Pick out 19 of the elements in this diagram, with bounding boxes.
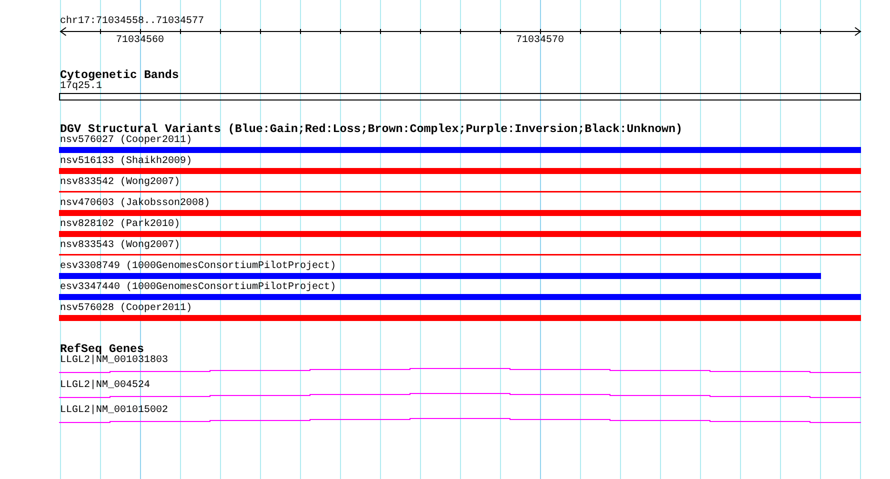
- axis-tick-label: 71034560: [116, 35, 164, 48]
- track-title: RefSeq Genes: [60, 342, 144, 356]
- track-title: Cytogenetic Bands: [60, 68, 179, 82]
- cytoband-label: 17q25.1: [60, 81, 102, 94]
- variant-label: nsv576027 (Cooper2011): [60, 135, 192, 148]
- variant-label: nsv828102 (Park2010): [60, 219, 180, 232]
- track-title: DGV Structural Variants (Blue:Gain;Red:Loss;Brown:Complex;Purple:Inversion;Black:Unknown): [60, 122, 683, 136]
- variant-label: nsv576028 (Cooper2011): [60, 303, 192, 316]
- axis-tick-label: 71034570: [516, 35, 564, 48]
- variant-label: esv3308749 (1000GenomesConsortiumPilotProject): [60, 261, 336, 274]
- variant-label: nsv833543 (Wong2007): [60, 240, 180, 252]
- gene-label: LLGL2|NM_001031803: [60, 355, 168, 368]
- variant-label: esv3347440 (1000GenomesConsortiumPilotProject): [60, 282, 336, 294]
- gene-label: LLGL2|NM_004524: [60, 380, 150, 392]
- variant-label: nsv470603 (Jakobsson2008): [60, 198, 210, 210]
- variant-label: nsv833542 (Wong2007): [60, 177, 180, 190]
- gene-label: LLGL2|NM_001015002: [60, 405, 168, 418]
- genomic-range-label: chr17:71034558..71034577: [60, 16, 204, 28]
- variant-label: nsv516133 (Shaikh2009): [60, 156, 192, 168]
